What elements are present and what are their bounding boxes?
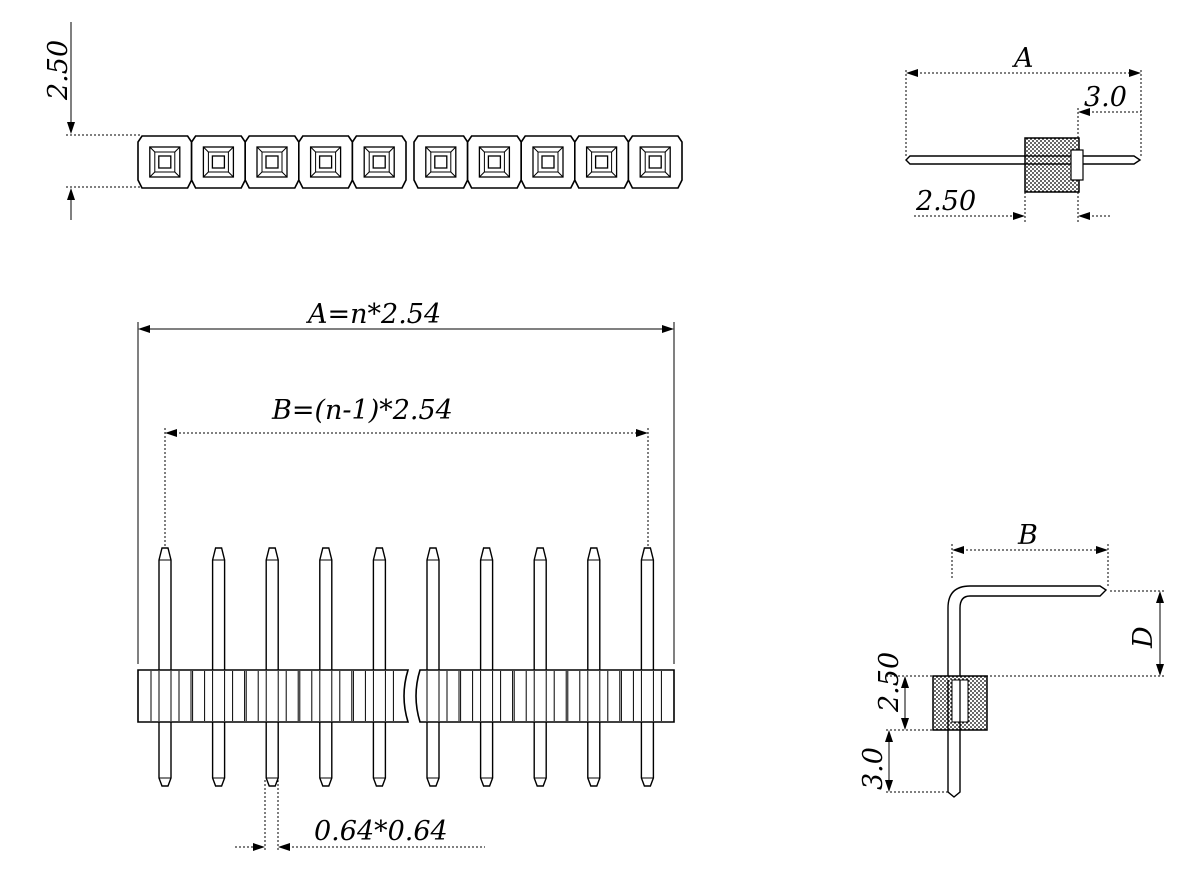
ra-tail-label: 3.0 [858,747,889,790]
front-pin [587,547,601,787]
front-view: A=n*2.54 B=(n-1)*2.54 0.64*0.64 [137,299,675,852]
top-pin-cell [466,135,522,189]
top-pin-cell [520,135,576,189]
front-pitch-label: B=(n-1)*2.54 [271,395,453,426]
front-pin [211,547,226,787]
top-view: 2.50 [43,22,683,220]
front-pins [158,547,655,787]
side-view: A 3.0 2.50 [905,43,1142,222]
ra-width-label: B [1017,520,1038,551]
ra-body-label: 2.50 [874,652,905,713]
top-pin-cell [137,135,193,189]
front-pin [533,547,547,787]
front-pin [479,547,494,787]
side-right-label: 3.0 [1084,82,1127,113]
front-pin [372,547,387,787]
front-total-label: A=n*2.54 [305,299,441,330]
top-pin-cell [574,135,630,189]
front-pin [319,547,333,787]
side-total-label: A [1011,43,1034,74]
top-pin-cell [298,135,354,189]
top-housing-right [413,135,683,189]
ra-height-label: D [1128,626,1159,649]
front-pin [640,547,655,787]
top-housing-left [137,135,407,189]
side-left-label: 2.50 [915,186,976,217]
top-height-label: 2.50 [43,40,74,101]
top-pin-cell [627,135,683,189]
pin-section-label: 0.64*0.64 [314,816,448,847]
front-pin [158,547,172,787]
right-angle-view: B D 2.50 3.0 [858,520,1166,798]
front-pin [265,547,279,787]
top-pin-cell [190,135,246,189]
top-pin-cell [351,135,407,189]
front-pin [426,547,440,787]
front-body-lines [150,671,662,721]
top-pin-cell [244,135,300,189]
top-pin-cell [413,135,469,189]
